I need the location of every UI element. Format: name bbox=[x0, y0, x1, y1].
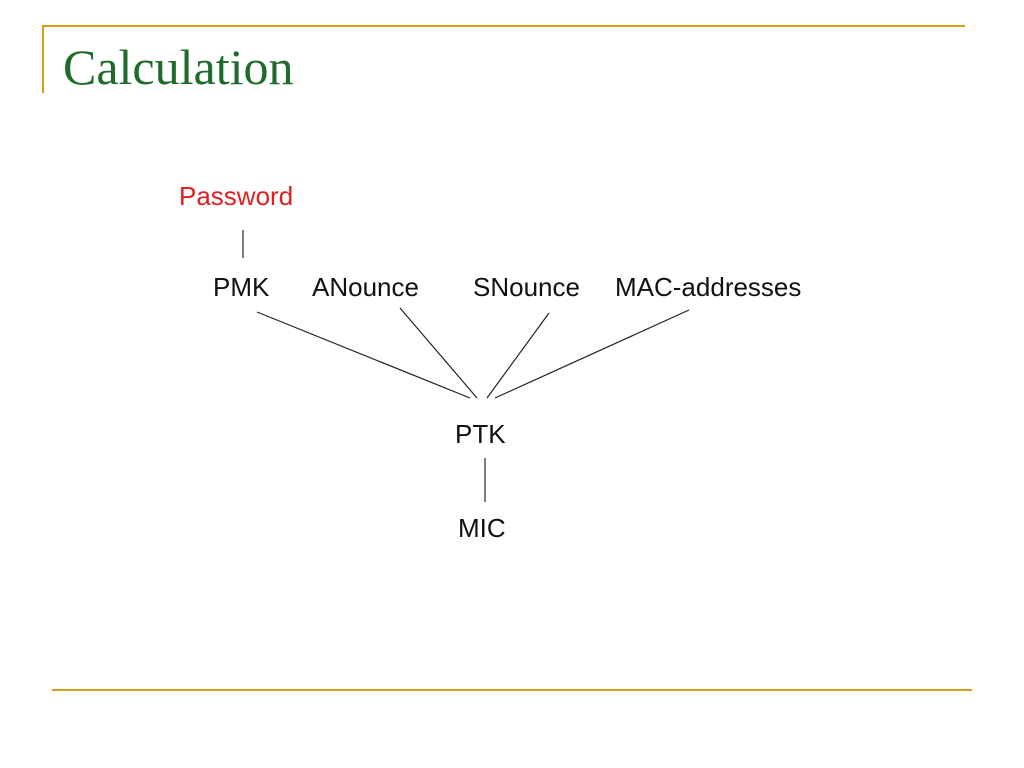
node-mac-addresses: MAC-addresses bbox=[615, 272, 802, 302]
node-snounce: SNounce bbox=[473, 272, 580, 302]
node-password: Password bbox=[179, 181, 294, 211]
node-mic: MIC bbox=[458, 513, 506, 543]
edge-mac-ptk bbox=[494, 309, 690, 399]
slide-frame-bottom-rule bbox=[52, 689, 972, 691]
slide-title: Calculation bbox=[63, 39, 294, 95]
node-ptk: PTK bbox=[455, 419, 506, 449]
edge-pmk-ptk bbox=[256, 311, 471, 399]
edge-anounce-ptk bbox=[399, 307, 478, 399]
slide-frame-left-rule bbox=[42, 25, 44, 93]
node-pmk: PMK bbox=[213, 272, 270, 302]
slide-frame-top-rule bbox=[42, 25, 965, 27]
edge-snounce-ptk bbox=[486, 312, 550, 399]
node-anounce: ANounce bbox=[312, 272, 419, 302]
